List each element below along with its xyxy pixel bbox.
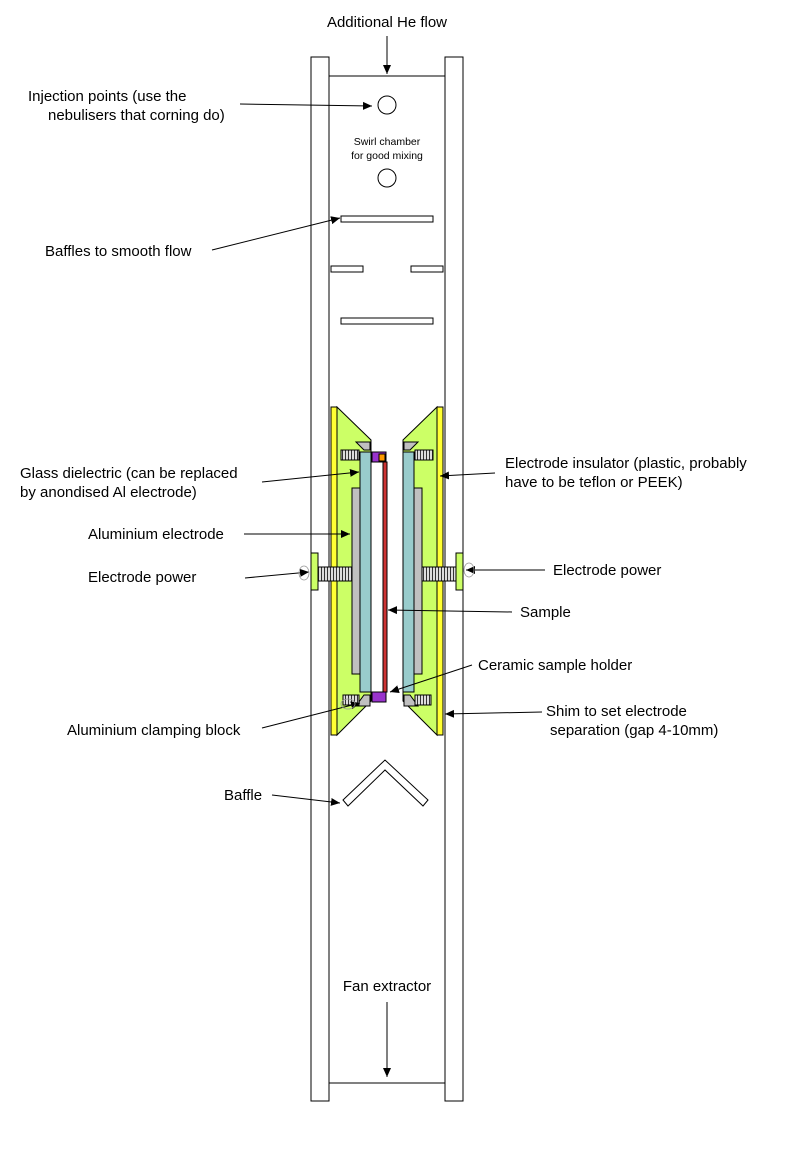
label-power-right: Electrode power xyxy=(553,562,661,579)
arrow-ceramic-holder xyxy=(389,664,473,693)
chevron-baffle xyxy=(342,759,429,807)
right-al-electrode xyxy=(413,487,423,675)
baffle-plate-bottom xyxy=(340,317,434,325)
label-baffles: Baffles to smooth flow xyxy=(45,243,192,260)
label-al-electrode: Aluminium electrode xyxy=(88,526,224,543)
label-insulator-2: have to be teflon or PEEK) xyxy=(505,474,683,491)
right-screw-top xyxy=(414,449,434,461)
arrow-power-left xyxy=(244,568,310,579)
arrow-clamping-block xyxy=(261,701,361,729)
label-clamping-block: Aluminium clamping block xyxy=(67,722,241,739)
injection-point-lower xyxy=(377,168,397,188)
left-power-screw xyxy=(317,566,353,582)
right-glass-dielectric xyxy=(402,451,415,693)
left-al-electrode xyxy=(351,487,361,675)
right-clamp-top xyxy=(403,441,420,451)
label-injection-1: Injection points (use the xyxy=(28,88,186,105)
label-sample: Sample xyxy=(520,604,571,621)
arrow-injection xyxy=(239,101,373,110)
arrow-insulator xyxy=(439,471,496,480)
arrow-baffles xyxy=(211,216,341,251)
label-shim-1: Shim to set electrode xyxy=(546,703,687,720)
arrow-baffle xyxy=(271,794,341,806)
label-swirl-1: Swirl chamber xyxy=(354,136,421,148)
right-power-terminal xyxy=(455,552,464,591)
arrow-sample xyxy=(387,606,513,615)
label-swirl-2: for good mixing xyxy=(351,150,423,162)
right-screw-bottom xyxy=(414,694,432,706)
label-glass-1: Glass dielectric (can be replaced xyxy=(20,465,238,482)
left-screw-top xyxy=(340,449,360,461)
sample-assembly xyxy=(371,451,388,703)
label-injection-2: nebulisers that corning do) xyxy=(48,107,225,124)
flow-baffles xyxy=(330,215,444,325)
label-power-left: Electrode power xyxy=(88,569,196,586)
label-ceramic-holder: Ceramic sample holder xyxy=(478,657,632,674)
sample-holder-bottom xyxy=(371,691,387,703)
label-he-flow: Additional He flow xyxy=(327,14,447,31)
label-insulator-1: Electrode insulator (plastic, probably xyxy=(505,455,747,472)
right-power-screw xyxy=(421,566,457,582)
callout-marks xyxy=(298,562,475,710)
left-clamp-top xyxy=(354,441,371,451)
baffle-plate-mid-right xyxy=(410,265,444,273)
injection-point-upper xyxy=(377,95,397,115)
left-glass-dielectric xyxy=(359,451,372,693)
arrow-glass xyxy=(261,468,360,483)
label-shim-2: separation (gap 4-10mm) xyxy=(550,722,718,739)
baffle-plate-top xyxy=(340,215,434,223)
right-electrode-assembly xyxy=(402,405,464,737)
baffle-plate-mid-left xyxy=(330,265,364,273)
label-baffle: Baffle xyxy=(224,787,262,804)
sample-strip xyxy=(382,461,388,693)
label-fan: Fan extractor xyxy=(343,978,431,995)
label-glass-2: by anondised Al electrode) xyxy=(20,484,197,501)
sample-clamp-top xyxy=(378,453,386,462)
left-electrode-assembly xyxy=(310,405,372,737)
left-power-terminal xyxy=(310,552,319,591)
leader-lines xyxy=(211,36,545,1077)
arrow-shim xyxy=(444,709,543,718)
